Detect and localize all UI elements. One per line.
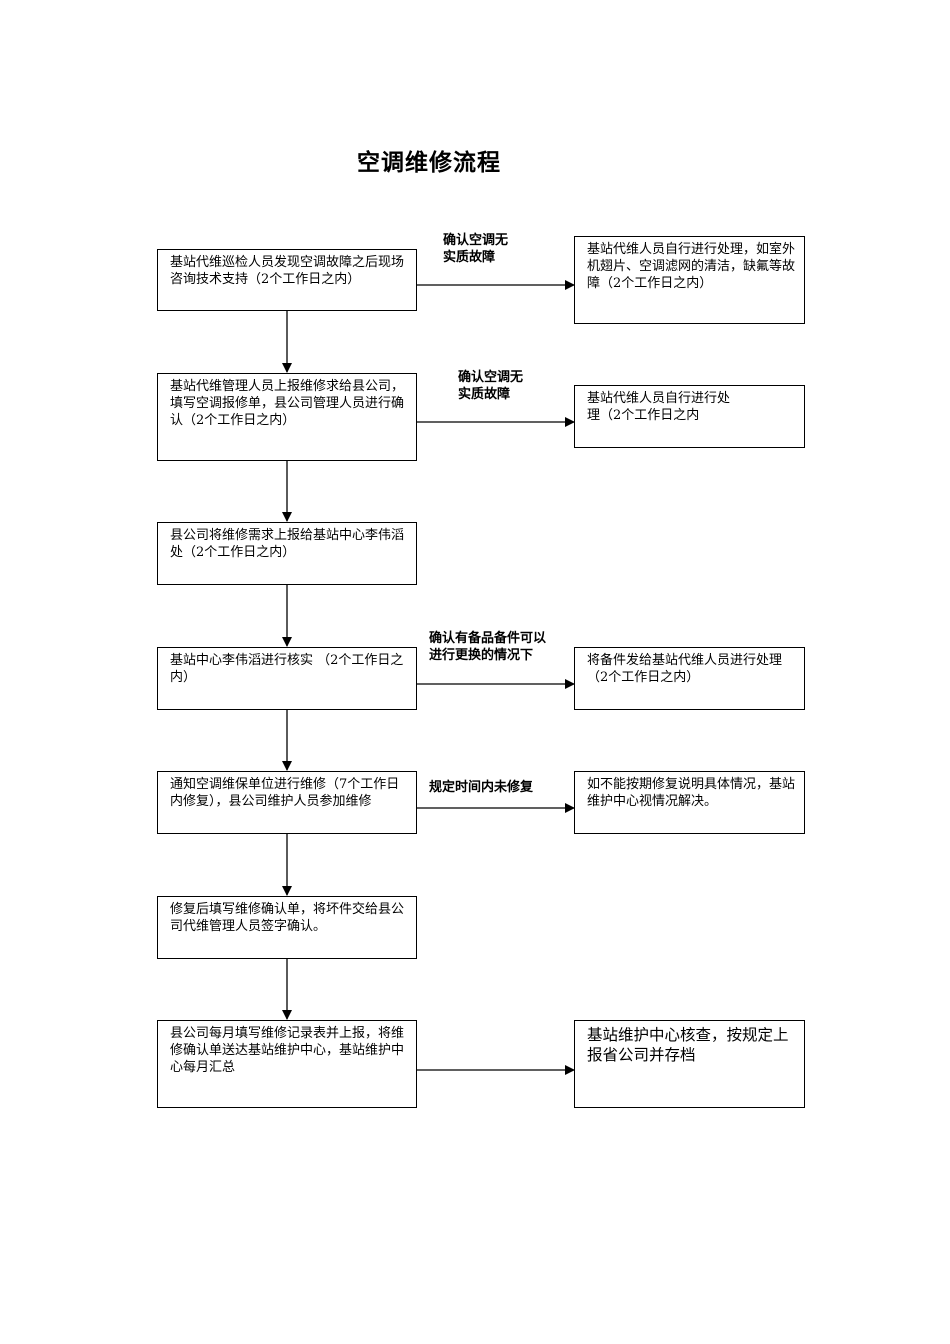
step-7-box: 县公司每月填写维修记录表并上报，将维修确认单送达基站维护中心，基站维护中心每月汇… [157, 1020, 417, 1108]
step-1-box: 基站代维巡检人员发现空调故障之后现场咨询技术支持（2个工作日之内） [157, 249, 417, 311]
branch-3-box: 将备件发给基站代维人员进行处理（2个工作日之内） [574, 647, 805, 710]
branch-1-label: 确认空调无 实质故障 [443, 232, 508, 266]
branch-1-box: 基站代维人员自行进行处理，如室外机翅片、空调滤网的清洁，缺氟等故障（2个工作日之… [574, 236, 805, 324]
branch-5-box: 基站维护中心核查，按规定上报省公司并存档 [574, 1020, 805, 1108]
step-5-box: 通知空调维保单位进行维修（7个工作日内修复），县公司维护人员参加维修 [157, 771, 417, 834]
step-6-box: 修复后填写维修确认单，将坏件交给县公司代维管理人员签字确认。 [157, 896, 417, 959]
branch-4-label-line1: 规定时间内未修复 [429, 780, 534, 795]
branch-1-label-line2: 实质故障 [443, 250, 496, 265]
step-2-box: 基站代维管理人员上报维修求给县公司，填写空调报修单，县公司管理人员进行确认（2个… [157, 373, 417, 461]
branch-2-label-line1: 确认空调无 [458, 370, 524, 385]
branch-4-label: 规定时间内未修复 [429, 779, 533, 796]
step-3-box: 县公司将维修需求上报给基站中心李伟滔处（2个工作日之内） [157, 522, 417, 585]
branch-3-label-line2: 进行更换的情况下 [429, 648, 534, 663]
branch-3-label: 确认有备品备件可以 进行更换的情况下 [429, 630, 546, 664]
step-4-box: 基站中心李伟滔进行核实 （2个工作日之内） [157, 647, 417, 710]
branch-2-box: 基站代维人员自行进行处理（2个工作日之内 [574, 385, 805, 448]
branch-2-label-line2: 实质故障 [458, 387, 511, 402]
branch-3-label-line1: 确认有备品备件可以 [429, 631, 547, 646]
page-title: 空调维修流程 [357, 150, 501, 176]
branch-1-label-line1: 确认空调无 [443, 233, 509, 248]
branch-2-label: 确认空调无 实质故障 [458, 369, 523, 403]
branch-4-box: 如不能按期修复说明具体情况，基站维护中心视情况解决。 [574, 771, 805, 834]
